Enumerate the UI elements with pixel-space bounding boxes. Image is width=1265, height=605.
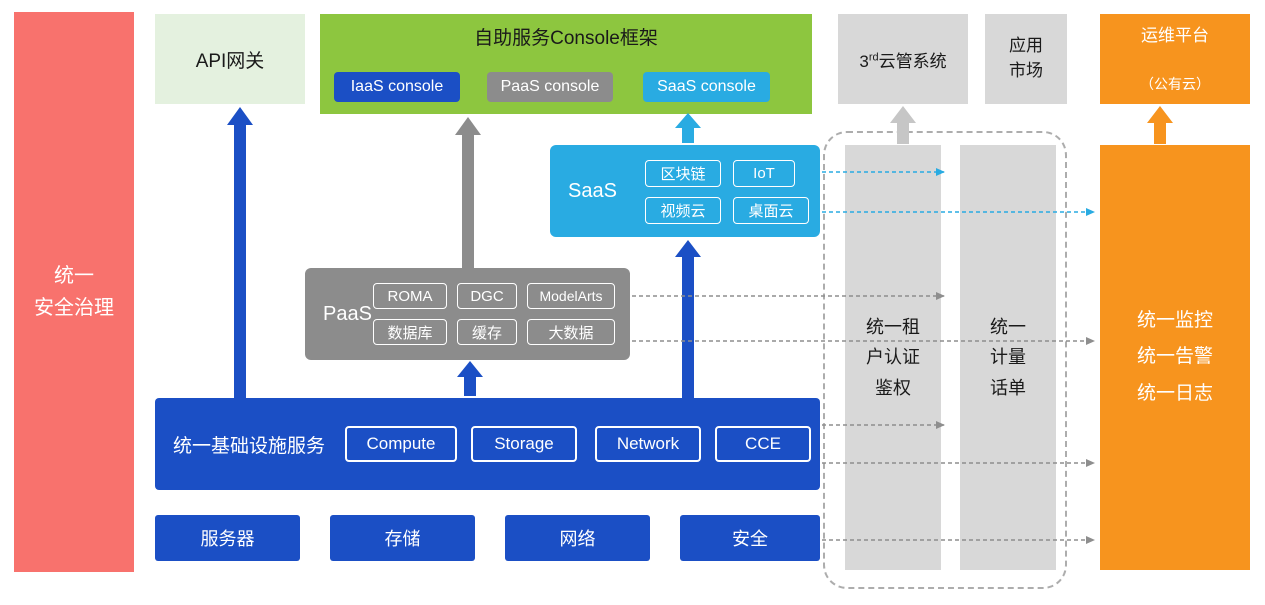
saas-item-video-cloud: 视频云 — [645, 197, 721, 224]
ops-platform-text: 运维平台 （公有云） — [1140, 0, 1210, 121]
arrow-iaas-to-saas — [675, 240, 701, 398]
paas-item-bigdata: 大数据 — [527, 319, 615, 345]
paas-item-dgc: DGC — [457, 283, 517, 309]
iaas-item-network: Network — [595, 426, 701, 462]
console-framework-box: 自助服务Console框架 IaaS console PaaS console … — [320, 14, 812, 114]
saas-item-desktop-cloud: 桌面云 — [733, 197, 809, 224]
saas-layer-label: SaaS — [568, 179, 617, 202]
console-framework-title: 自助服务Console框架 — [474, 28, 658, 49]
arrow-saas-to-console — [675, 113, 701, 143]
paas-layer-label: PaaS — [323, 302, 372, 325]
saas-console-chip: SaaS console — [643, 72, 770, 102]
paas-console-chip: PaaS console — [487, 72, 613, 102]
iaas-item-compute: Compute — [345, 426, 457, 462]
paas-item-roma: ROMA — [373, 283, 447, 309]
paas-layer-box: PaaS ROMA DGC ModelArts 数据库 缓存 大数据 — [305, 268, 630, 360]
hardware-network-box: 网络 — [505, 515, 650, 561]
iaas-console-chip: IaaS console — [334, 72, 460, 102]
third-party-suffix: 云管系统 — [878, 51, 947, 71]
arrow-paas-to-console — [455, 117, 481, 268]
app-market-box: 应用 市场 — [985, 14, 1067, 104]
arrow-iaas-to-api-gateway — [227, 107, 253, 398]
saas-item-iot: IoT — [733, 160, 795, 187]
tenant-auth-bar: 统一租 户认证 鉴权 — [845, 145, 941, 570]
iaas-layer-label: 统一基础设施服务 — [173, 435, 326, 457]
saas-item-blockchain: 区块链 — [645, 160, 721, 187]
ops-platform-box: 运维平台 （公有云） — [1100, 14, 1250, 104]
third-party-label: 3rd云管系统 — [859, 47, 946, 72]
third-party-cloud-mgmt-box: 3rd云管系统 — [838, 14, 968, 104]
shared-services-dashed-group — [823, 131, 1067, 589]
hardware-storage-box: 存储 — [330, 515, 475, 561]
monitoring-alarm-log-bar: 统一监控 统一告警 统一日志 — [1100, 145, 1250, 570]
security-governance-bar: 统一 安全治理 — [14, 12, 134, 572]
saas-layer-box: SaaS 区块链 IoT 视频云 桌面云 — [550, 145, 820, 237]
third-party-sup: rd — [868, 50, 879, 63]
paas-item-database: 数据库 — [373, 319, 447, 345]
iaas-item-cce: CCE — [715, 426, 811, 462]
api-gateway-box: API网关 — [155, 14, 305, 104]
paas-item-modelarts: ModelArts — [527, 283, 615, 309]
hardware-security-box: 安全 — [680, 515, 820, 561]
paas-item-cache: 缓存 — [457, 319, 517, 345]
third-party-prefix: 3 — [859, 51, 869, 71]
metering-billing-bar: 统一 计量 话单 — [960, 145, 1056, 570]
iaas-layer-box: 统一基础设施服务 Compute Storage Network CCE — [155, 398, 820, 490]
ops-platform-subtitle: （公有云） — [1140, 76, 1210, 92]
arrow-iaas-to-paas — [457, 361, 483, 396]
iaas-item-storage: Storage — [471, 426, 577, 462]
ops-platform-title: 运维平台 — [1141, 26, 1209, 45]
hardware-server-box: 服务器 — [155, 515, 300, 561]
